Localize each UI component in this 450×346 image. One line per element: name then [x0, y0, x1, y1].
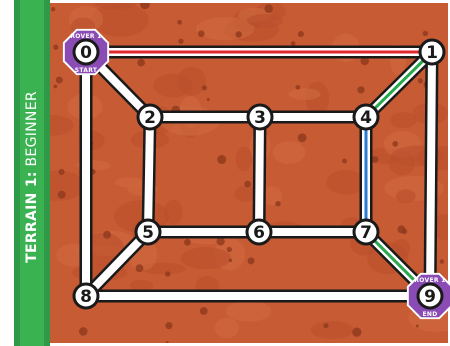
crater — [177, 20, 182, 25]
crater — [103, 231, 111, 239]
badge-start-bottom: START — [75, 67, 98, 74]
crater — [137, 59, 145, 67]
node-1[interactable]: 1 — [420, 40, 444, 64]
crater — [229, 259, 232, 262]
node-4[interactable]: 4 — [354, 105, 378, 129]
node-9-label: 9 — [424, 287, 436, 307]
node-4-label: 4 — [360, 108, 372, 128]
crater — [440, 259, 444, 263]
node-3-label: 3 — [254, 108, 266, 128]
path-2-5[interactable] — [148, 117, 150, 232]
crater — [56, 77, 63, 84]
crater — [79, 327, 88, 336]
crater — [352, 328, 361, 337]
node-3[interactable]: 3 — [248, 105, 272, 129]
node-0[interactable]: 0 — [74, 40, 98, 64]
crater — [166, 341, 169, 344]
crater — [202, 85, 207, 90]
crater — [244, 181, 251, 188]
crater — [247, 257, 254, 264]
node-0-label: 0 — [80, 43, 92, 63]
crater — [53, 45, 58, 50]
crater — [323, 323, 328, 328]
badge-end-bottom: END — [422, 311, 437, 318]
node-6-label: 6 — [253, 223, 265, 243]
node-6[interactable]: 6 — [247, 220, 271, 244]
crater — [58, 191, 66, 199]
crater — [178, 39, 183, 44]
crater — [140, 0, 150, 9]
crater — [275, 201, 280, 206]
crater — [357, 86, 364, 93]
crater — [264, 4, 273, 13]
crater — [416, 324, 419, 327]
crater — [165, 322, 172, 329]
node-2-label: 2 — [144, 108, 156, 128]
crater — [200, 307, 208, 315]
crater — [58, 169, 64, 175]
crater — [392, 141, 398, 147]
node-2[interactable]: 2 — [138, 105, 162, 129]
crater — [423, 31, 428, 36]
crater — [53, 84, 57, 88]
path-3-6[interactable] — [259, 117, 260, 232]
node-8-label: 8 — [80, 287, 92, 307]
crater — [342, 159, 347, 164]
crater — [298, 133, 307, 142]
crater — [217, 155, 226, 164]
crater — [235, 31, 241, 37]
crater — [136, 264, 144, 272]
crater — [165, 271, 170, 276]
node-8[interactable]: 8 — [74, 284, 98, 308]
crater — [198, 30, 205, 37]
node-7[interactable]: 7 — [354, 220, 378, 244]
node-5-label: 5 — [142, 223, 154, 243]
crater — [397, 225, 405, 233]
crater — [418, 78, 423, 83]
crater — [207, 98, 210, 101]
crater — [184, 239, 191, 246]
node-5[interactable]: 5 — [136, 220, 160, 244]
node-9[interactable]: 9 — [418, 284, 442, 308]
path-1-9[interactable] — [430, 52, 432, 296]
node-1-label: 1 — [426, 43, 438, 63]
crater — [372, 156, 379, 163]
crater — [227, 247, 232, 252]
crater — [295, 85, 300, 90]
crater — [291, 41, 296, 46]
crater — [51, 7, 55, 11]
crater — [298, 31, 304, 37]
node-7-label: 7 — [360, 223, 372, 243]
